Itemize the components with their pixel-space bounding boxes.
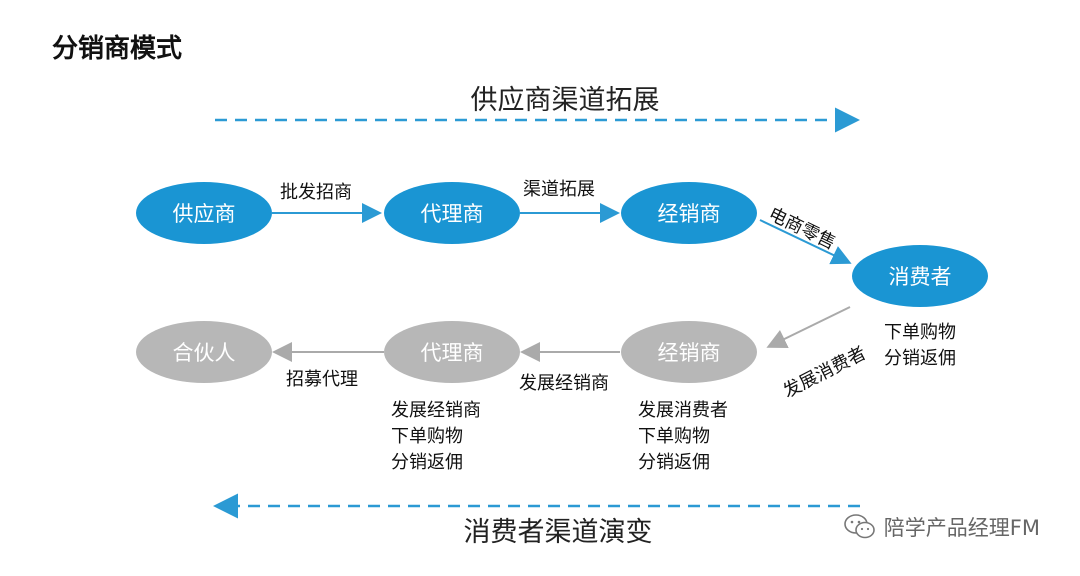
agent-note-order: 下单购物: [391, 426, 463, 447]
edge-label-channel: 渠道拓展: [523, 179, 595, 200]
agent-note-develop: 发展经销商: [391, 400, 481, 421]
node-agent-2: 代理商: [384, 321, 520, 383]
consumer-note-order: 下单购物: [884, 322, 956, 343]
node-dealer: 经销商: [621, 182, 757, 244]
arrow-consumer-dealer2: [766, 306, 851, 348]
bottom-banner: 消费者渠道演变: [463, 517, 653, 548]
watermark: 陪学产品经理FM: [843, 512, 1040, 542]
edge-label-recruit-agent: 招募代理: [286, 369, 358, 390]
node-partner: 合伙人: [136, 321, 272, 383]
node-consumer: 消费者: [852, 245, 988, 307]
consumer-notes: 下单购物 分销返佣: [884, 320, 956, 372]
dealer-note-rebate: 分销返佣: [638, 452, 710, 473]
dealer-note-develop: 发展消费者: [638, 400, 728, 421]
agent-note-rebate: 分销返佣: [391, 452, 463, 473]
consumer-note-rebate: 分销返佣: [884, 348, 956, 369]
edge-label-develop-dealer: 发展经销商: [519, 373, 609, 394]
page-title: 分销商模式: [52, 34, 183, 64]
top-banner: 供应商渠道拓展: [470, 85, 660, 116]
node-supplier: 供应商: [136, 182, 272, 244]
edge-label-wholesale: 批发招商: [280, 182, 352, 203]
dealer-notes: 发展消费者 下单购物 分销返佣: [638, 398, 728, 476]
node-agent: 代理商: [384, 182, 520, 244]
arrow-dealer-consumer: [759, 219, 852, 265]
watermark-text: 陪学产品经理FM: [883, 516, 1040, 540]
wechat-icon: [843, 514, 875, 539]
dealer-note-order: 下单购物: [638, 426, 710, 447]
agent-notes: 发展经销商 下单购物 分销返佣: [391, 398, 481, 476]
node-dealer-2: 经销商: [621, 321, 757, 383]
